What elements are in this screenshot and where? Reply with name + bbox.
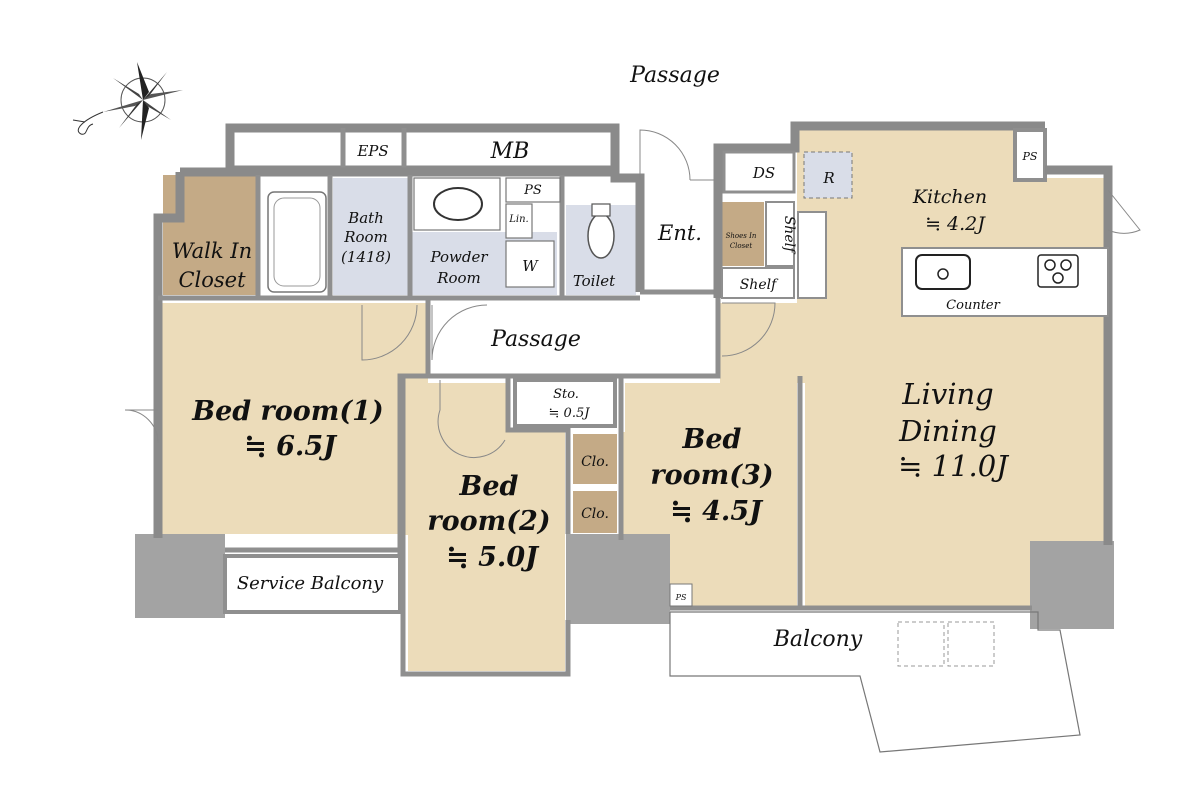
bed-room-3-label-line1: Bed <box>682 424 742 455</box>
shelf-horizontal-label: Shelf <box>740 277 779 293</box>
bath-room-area <box>333 178 408 295</box>
bath-room-label-line2: Room <box>343 228 388 246</box>
balcony-label: Balcony <box>773 627 863 652</box>
column-right <box>1030 541 1114 629</box>
ps-kitchen-label: PS <box>1022 150 1038 163</box>
passage-top-label: Passage <box>629 63 720 88</box>
toilet-label: Toilet <box>573 272 616 290</box>
ds-label: DS <box>752 164 775 182</box>
bed-room-1-area <box>160 303 428 534</box>
column-middle <box>566 534 670 624</box>
powder-room-label-line1: Powder <box>429 248 488 266</box>
bath-room-label-line3: (1418) <box>341 248 391 266</box>
column-left <box>135 534 225 618</box>
walk-in-closet-label-line1: Walk In <box>172 239 252 263</box>
living-label-line2: Dining <box>898 414 997 448</box>
closet-upper-area <box>573 434 617 484</box>
refrigerator-label: R <box>822 169 834 187</box>
living-area-label: ≒ 11.0J <box>898 449 1009 483</box>
bed-room-2-label-line1: Bed <box>459 471 519 502</box>
washer-label: W <box>522 257 539 275</box>
shoes-closet-label-line1: Shoes In <box>726 232 757 240</box>
closet-lower-label: Clo. <box>581 506 609 522</box>
bed-room-1-area-label: ≒ 6.5J <box>244 431 338 462</box>
bed-room-3-area <box>619 383 797 606</box>
storage-label-line2: ≒ 0.5J <box>549 406 591 421</box>
service-balcony-label: Service Balcony <box>237 573 384 594</box>
shelf-vertical-label: Shelf <box>781 216 797 255</box>
ps-balcony-label: PS <box>675 593 687 602</box>
storage-label-line1: Sto. <box>553 387 579 402</box>
kitchen-label-line2: ≒ 4.2J <box>925 213 986 235</box>
kitchen-label-line1: Kitchen <box>912 186 987 208</box>
bed-room-3-label-line2: room(3) <box>650 460 773 491</box>
closet-upper-label: Clo. <box>581 454 609 470</box>
eps-label: EPS <box>356 142 388 160</box>
bed-room-2-label-line2: room(2) <box>427 506 550 537</box>
walk-in-closet-label-line2: Closet <box>178 268 246 292</box>
shoes-closet-label-line2: Closet <box>730 242 753 250</box>
closet-lower-area <box>573 491 617 533</box>
shoes-closet-area <box>722 202 764 266</box>
bed-room-2-area-label: ≒ 5.0J <box>446 542 540 573</box>
passage-mid-label: Passage <box>490 327 581 352</box>
linen-label: Lin. <box>508 214 528 225</box>
mb-label: MB <box>490 139 530 164</box>
bed-room-1-label: Bed room(1) <box>191 396 383 427</box>
counter-label: Counter <box>946 298 1000 313</box>
compass-rose-icon <box>72 62 183 140</box>
entrance-label: Ent. <box>657 221 702 245</box>
powder-room-label-line2: Room <box>436 269 481 287</box>
bed-room-2-area <box>408 383 565 671</box>
ps-powder-label: PS <box>523 183 542 198</box>
living-label-line1: Living <box>901 377 993 411</box>
bed-room-3-area-label: ≒ 4.5J <box>670 496 764 527</box>
bath-room-label-line1: Bath <box>347 209 384 227</box>
